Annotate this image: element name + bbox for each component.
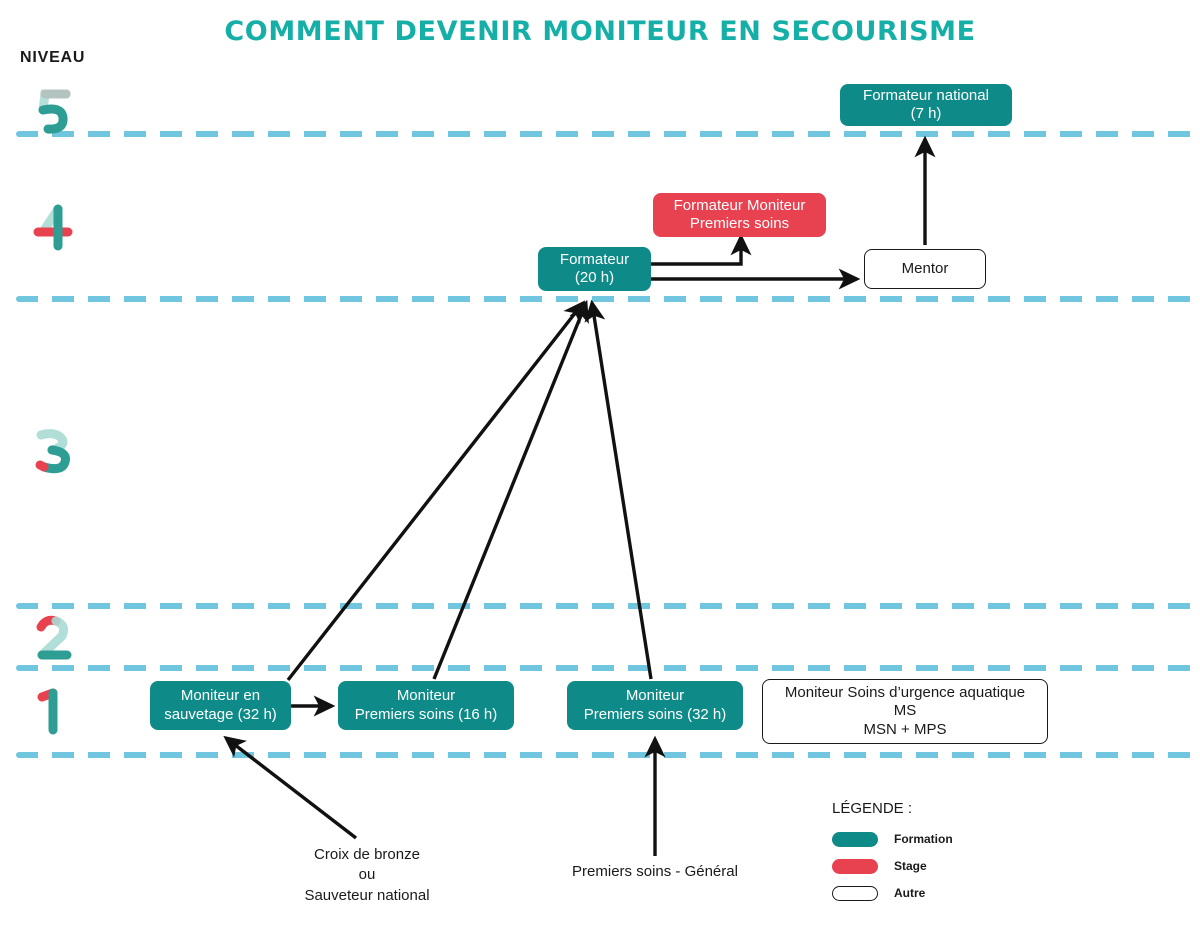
node-moniteur-premiers-soins-32[interactable]: Moniteur Premiers soins (32 h) <box>567 681 743 730</box>
legend-item-formation: Formation <box>832 828 1062 850</box>
edge-ps16-to-formateur <box>432 299 589 680</box>
legend-label-formation: Formation <box>894 832 953 846</box>
legend-swatch-formation <box>832 831 878 847</box>
node-formateur[interactable]: Formateur (20 h) <box>538 247 651 291</box>
node-moniteur-soins-urgence-aquatique[interactable]: Moniteur Soins d’urgence aquatique MS MS… <box>762 679 1048 744</box>
level-number-4 <box>22 196 82 256</box>
legend: LÉGENDE : Formation Stage Autre <box>832 800 1062 909</box>
page-title: COMMENT DEVENIR MONITEUR EN SECOURISME <box>224 16 976 47</box>
edge-sauvetage-to-formateur <box>286 300 586 682</box>
level-number-2 <box>22 608 82 668</box>
level-separator-2 <box>16 665 1192 671</box>
legend-item-stage: Stage <box>832 855 1062 877</box>
legend-title: LÉGENDE : <box>832 800 913 817</box>
legend-label-autre: Autre <box>894 886 926 900</box>
node-moniteur-en-sauvetage[interactable]: Moniteur en sauvetage (32 h) <box>150 681 291 730</box>
level-separator-1 <box>16 752 1192 758</box>
edge-ps32-to-formateur <box>584 299 653 680</box>
axis-label-niveau: NIVEAU <box>20 49 86 66</box>
node-formateur-moniteur-premiers-soins[interactable]: Formateur Moniteur Premiers soins <box>653 193 826 237</box>
node-mentor[interactable]: Mentor <box>864 249 986 289</box>
node-formateur-national[interactable]: Formateur national (7 h) <box>840 84 1012 126</box>
legend-swatch-autre <box>832 885 878 901</box>
caption-croix-de-bronze: Croix de bronze ou Sauveteur national <box>304 846 430 904</box>
legend-swatch-stage <box>832 858 878 874</box>
legend-label-stage: Stage <box>894 859 927 873</box>
level-number-1 <box>22 680 82 740</box>
level-number-3 <box>22 420 82 480</box>
edge-formateur-to-formateur-moniteur <box>651 233 752 266</box>
legend-item-autre: Autre <box>832 882 1062 904</box>
level-separator-5 <box>16 131 1192 137</box>
caption-premiers-soins-general: Premiers soins - Général <box>572 863 738 880</box>
level-number-5 <box>22 80 82 140</box>
node-moniteur-premiers-soins-16[interactable]: Moniteur Premiers soins (16 h) <box>338 681 514 730</box>
level-separator-4 <box>16 296 1192 302</box>
level-separator-3 <box>16 603 1192 609</box>
